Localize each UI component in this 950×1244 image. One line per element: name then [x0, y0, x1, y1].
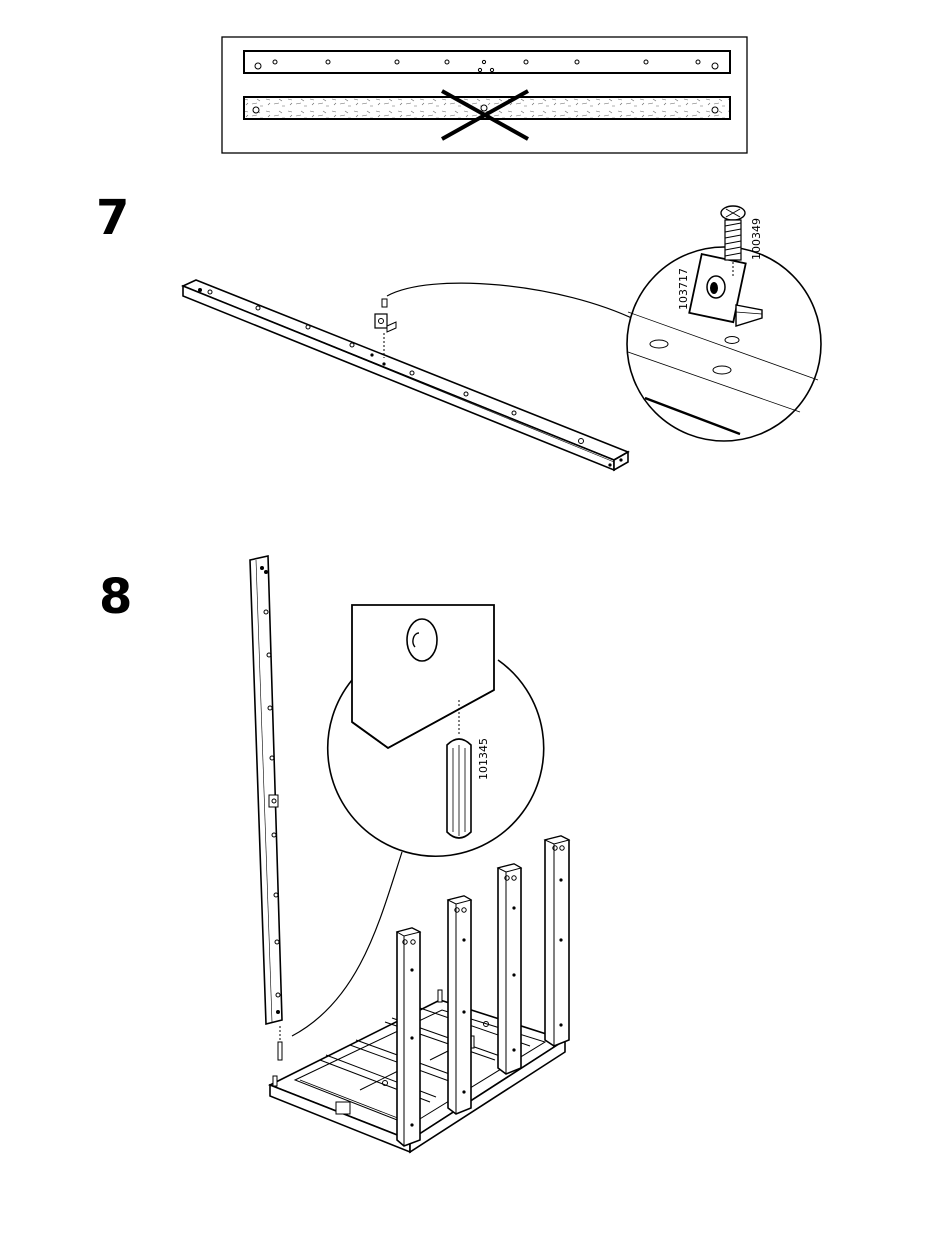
callout-pointer-8 [292, 852, 402, 1036]
orientation-hint-box [222, 37, 747, 153]
step-8-small-dowel [278, 1026, 282, 1060]
step-7-small-bracket [375, 299, 396, 358]
step-8-leg-4 [545, 836, 569, 1046]
callout-pointer-7 [387, 283, 640, 322]
bracket-part-code: 103717 [677, 268, 690, 310]
step-8-vertical-rail [250, 556, 282, 1024]
step-8-leg-3 [498, 864, 521, 1074]
dowel-part-code: 101345 [477, 738, 490, 780]
screw-part-code: 100349 [750, 218, 763, 260]
step-7-detail-callout [627, 206, 821, 441]
step-8-leg-1 [397, 928, 420, 1146]
step-7-rail [183, 280, 628, 470]
step-8-leg-2 [448, 896, 471, 1114]
step-8-detail-callout [328, 605, 544, 856]
correct-rail-side [244, 51, 730, 73]
dowel-icon [447, 739, 471, 838]
